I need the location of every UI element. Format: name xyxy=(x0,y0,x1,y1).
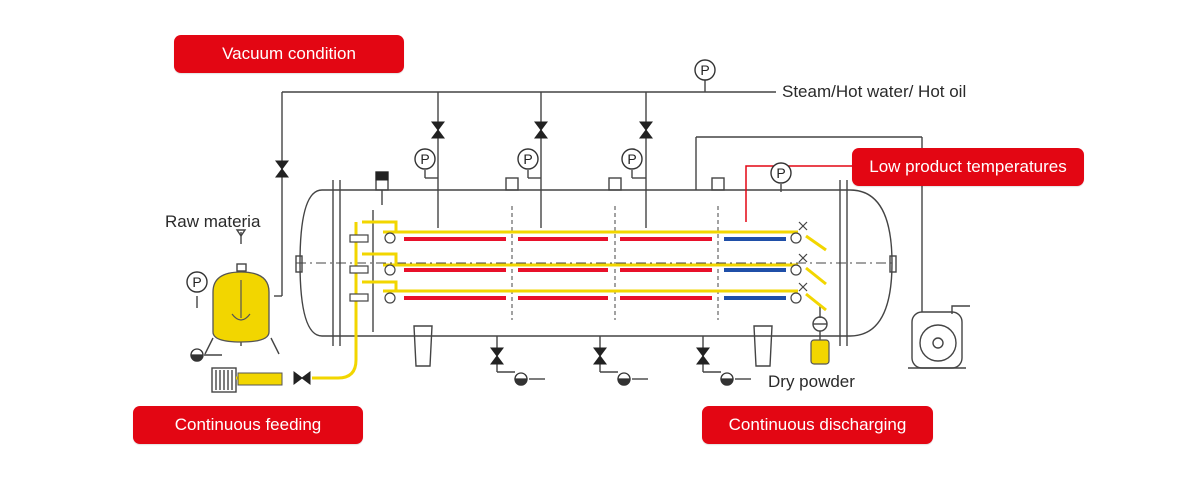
raw-material-label: Raw materia xyxy=(165,212,261,231)
continuous-feeding-badge: Continuous feeding xyxy=(133,406,363,444)
low-temperature-badge: Low product temperatures xyxy=(852,148,1084,186)
gauge-label: P xyxy=(627,151,636,167)
vacuum-condition-badge: Vacuum condition xyxy=(174,35,404,73)
gauge-label: P xyxy=(420,151,429,167)
gauge-label: P xyxy=(192,274,201,290)
gauge-label: P xyxy=(776,165,785,181)
dry-powder-label: Dry powder xyxy=(768,372,855,391)
continuous-discharging-badge: Continuous discharging xyxy=(702,406,933,444)
gauge-label: P xyxy=(523,151,532,167)
gauge-label: P xyxy=(700,62,709,78)
steam-label: Steam/Hot water/ Hot oil xyxy=(782,82,967,101)
